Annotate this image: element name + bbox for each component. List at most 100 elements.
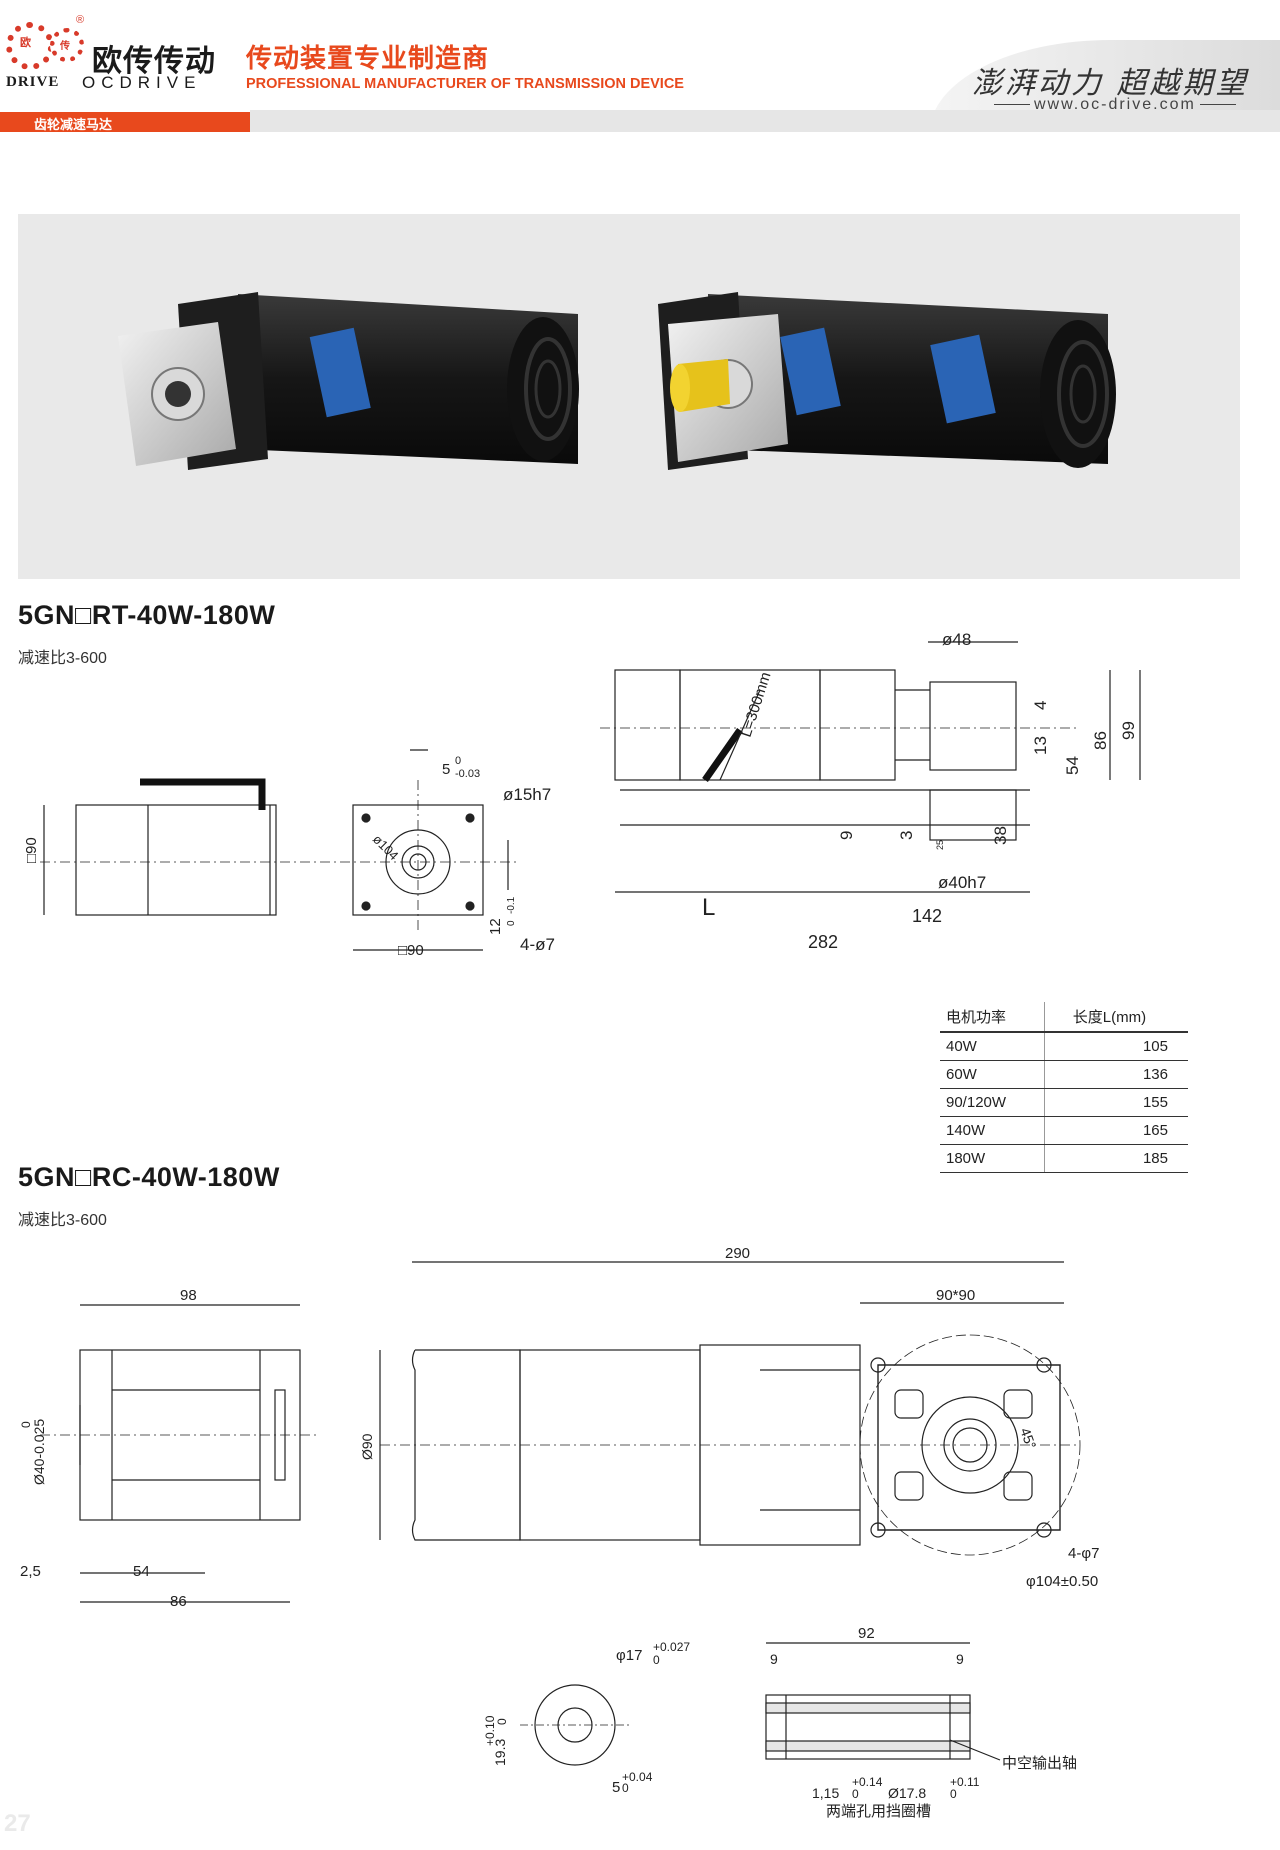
rc-dim-9-left: 9 [770, 1651, 778, 1667]
rc-dim-keyway-tol-top: +0.10 [483, 1715, 497, 1746]
logo-badge-2: 传 [60, 41, 70, 52]
rc-dim-angle: 45° [1017, 1426, 1039, 1451]
rc-dim-keywidth: 5 [612, 1779, 620, 1796]
rc-hollow-label: 中空输出轴 [1002, 1755, 1077, 1772]
table-cell-power: 180W [940, 1144, 1045, 1173]
rc-groove-width: 1,15 [812, 1785, 839, 1801]
motor-photo-solid [658, 292, 1116, 470]
rc-dim-keywidth-tol-bot: 0 [622, 1781, 629, 1795]
rt-dim-L: L [702, 894, 715, 921]
rc-dim-keyway: 19.3 [492, 1739, 508, 1766]
rc-dim-98: 98 [180, 1287, 197, 1304]
rt-top-rear [614, 669, 681, 781]
rc-dim-92: 92 [858, 1625, 875, 1642]
table-header-length: 长度L(mm) [1043, 1002, 1188, 1033]
rt-dim-86: 86 [1091, 731, 1110, 750]
rt-dim-4: 4 [1031, 701, 1050, 710]
rc-shaft-long [765, 1694, 971, 1760]
rt-dim-99: 99 [1119, 721, 1138, 740]
website-link[interactable]: www.oc-drive.com [990, 96, 1240, 114]
rc-groove-width-tol-top: +0.14 [852, 1775, 883, 1789]
rc-shaft-section [534, 1684, 616, 1766]
rc-dim-bore-tol-bot: 0 [653, 1653, 660, 1667]
rc-dim-bore: φ17 [616, 1647, 642, 1664]
table-cell-power: 90/120W [940, 1088, 1045, 1117]
rt-dim-pilot: ø40h7 [938, 873, 986, 892]
rc-groove-width-tol-bot: 0 [852, 1787, 859, 1801]
logo-gear-small-icon [50, 28, 84, 62]
rt-dim-48: ø48 [942, 630, 971, 649]
table-header-row: 电机功率 长度L(mm) [940, 1002, 1188, 1033]
rt-dim-5: 5 [442, 761, 450, 778]
rc-dim-pcd: φ104±0.50 [1026, 1573, 1098, 1590]
table-cell-length: 136 [1043, 1060, 1188, 1089]
rt-dim-holes: 4-ø7 [520, 935, 555, 954]
website-text: www.oc-drive.com [1034, 96, 1196, 113]
rc-groove-dia: Ø17.8 [888, 1785, 926, 1801]
product-photo-panel [18, 214, 1240, 579]
rc-pcd-circle [859, 1334, 1081, 1556]
section1-drawing: □90 □90 5 0 -0.03 ø15h7 ø104 12 0 -0.1 4… [23, 630, 1141, 959]
table-cell-length: 105 [1043, 1032, 1188, 1061]
section2-title: 5GN□RC-40W-180W [18, 1162, 280, 1192]
table-header-power: 电机功率 [940, 1002, 1045, 1033]
logo-badge-1: 欧 [20, 37, 31, 49]
section2-subtitle: 减速比3-600 [18, 1212, 107, 1229]
table-cell-length: 185 [1043, 1144, 1188, 1173]
rt-dim-13: 13 [1031, 736, 1050, 755]
rc-dim-holes: 4-φ7 [1068, 1545, 1099, 1562]
rt-dim-38: 38 [991, 826, 1010, 845]
rc-dim-2-5: 2,5 [20, 1563, 41, 1580]
tagline-en: PROFESSIONAL MANUFACTURER OF TRANSMISSIO… [246, 76, 684, 92]
rc-dim-pilot: Ø40-0.025 [31, 1419, 47, 1485]
rc-flange-square [877, 1364, 1061, 1531]
rt-dim-12-tol-top: 0 [506, 920, 517, 926]
category-label: 齿轮减速马达 [34, 117, 113, 132]
rt-dim-142: 142 [912, 906, 942, 926]
rc-dim-bore-tol-top: +0.027 [653, 1640, 690, 1654]
rt-dim-25: 25 [935, 840, 945, 850]
section2-drawing: 98 Ø40-0.025 0 2,5 54 86 290 90*90 Ø90 4… [19, 1245, 1099, 1820]
rc-dim-86: 86 [170, 1593, 187, 1610]
rc-groove-note: 两端孔用挡圈槽 [826, 1803, 931, 1820]
motor-photo-hollow [118, 292, 579, 470]
rc-main-rear [411, 1349, 521, 1541]
logo-registered: ® [76, 14, 85, 26]
table-cell-length: 155 [1043, 1088, 1188, 1117]
rt-top-cable [702, 727, 743, 783]
rt-cable [140, 778, 266, 810]
section1-title: 5GN□RT-40W-180W [18, 600, 276, 630]
rc-dim-290: 290 [725, 1245, 750, 1262]
table-cell-power: 40W [940, 1032, 1045, 1061]
logo-text-en-2: OCDRIVE [82, 73, 202, 92]
rc-dim-dia90: Ø90 [359, 1433, 375, 1460]
product-photos [118, 292, 1116, 470]
table-cell-power: 60W [940, 1060, 1045, 1089]
page-number: 27 [4, 1810, 31, 1837]
rt-dim-3: 3 [897, 831, 916, 840]
rt-dim-54: 54 [1063, 756, 1082, 775]
rt-dim-cable: L=300mm [738, 670, 775, 739]
rc-dim-keywidth-tol-top: +0.04 [622, 1770, 653, 1784]
rt-dim-12-tol-bot: -0.1 [506, 896, 517, 914]
rt-dim-shaft: ø15h7 [503, 785, 551, 804]
rc-dim-pilot-tol: 0 [19, 1421, 33, 1428]
section1-subtitle: 减速比3-600 [18, 650, 107, 667]
rc-dim-keyway-tol-bot: 0 [495, 1718, 509, 1725]
rc-groove-dia-tol-top: +0.11 [950, 1775, 980, 1789]
rt-dim-9: 9 [837, 831, 856, 840]
rc-groove-dia-tol-bot: 0 [950, 1787, 957, 1801]
logo-text-en-1: DRIVE [6, 74, 60, 90]
rc-dim-90x90: 90*90 [936, 1287, 975, 1304]
header-rule [250, 110, 1280, 132]
rc-dim-54: 54 [133, 1563, 150, 1580]
rt-dim-5-tol-top: 0 [455, 755, 461, 767]
logo-text-cn: 欧传传动 [92, 45, 216, 78]
rt-dim-12: 12 [487, 918, 504, 935]
tagline-cn: 传动装置专业制造商 [246, 43, 490, 73]
